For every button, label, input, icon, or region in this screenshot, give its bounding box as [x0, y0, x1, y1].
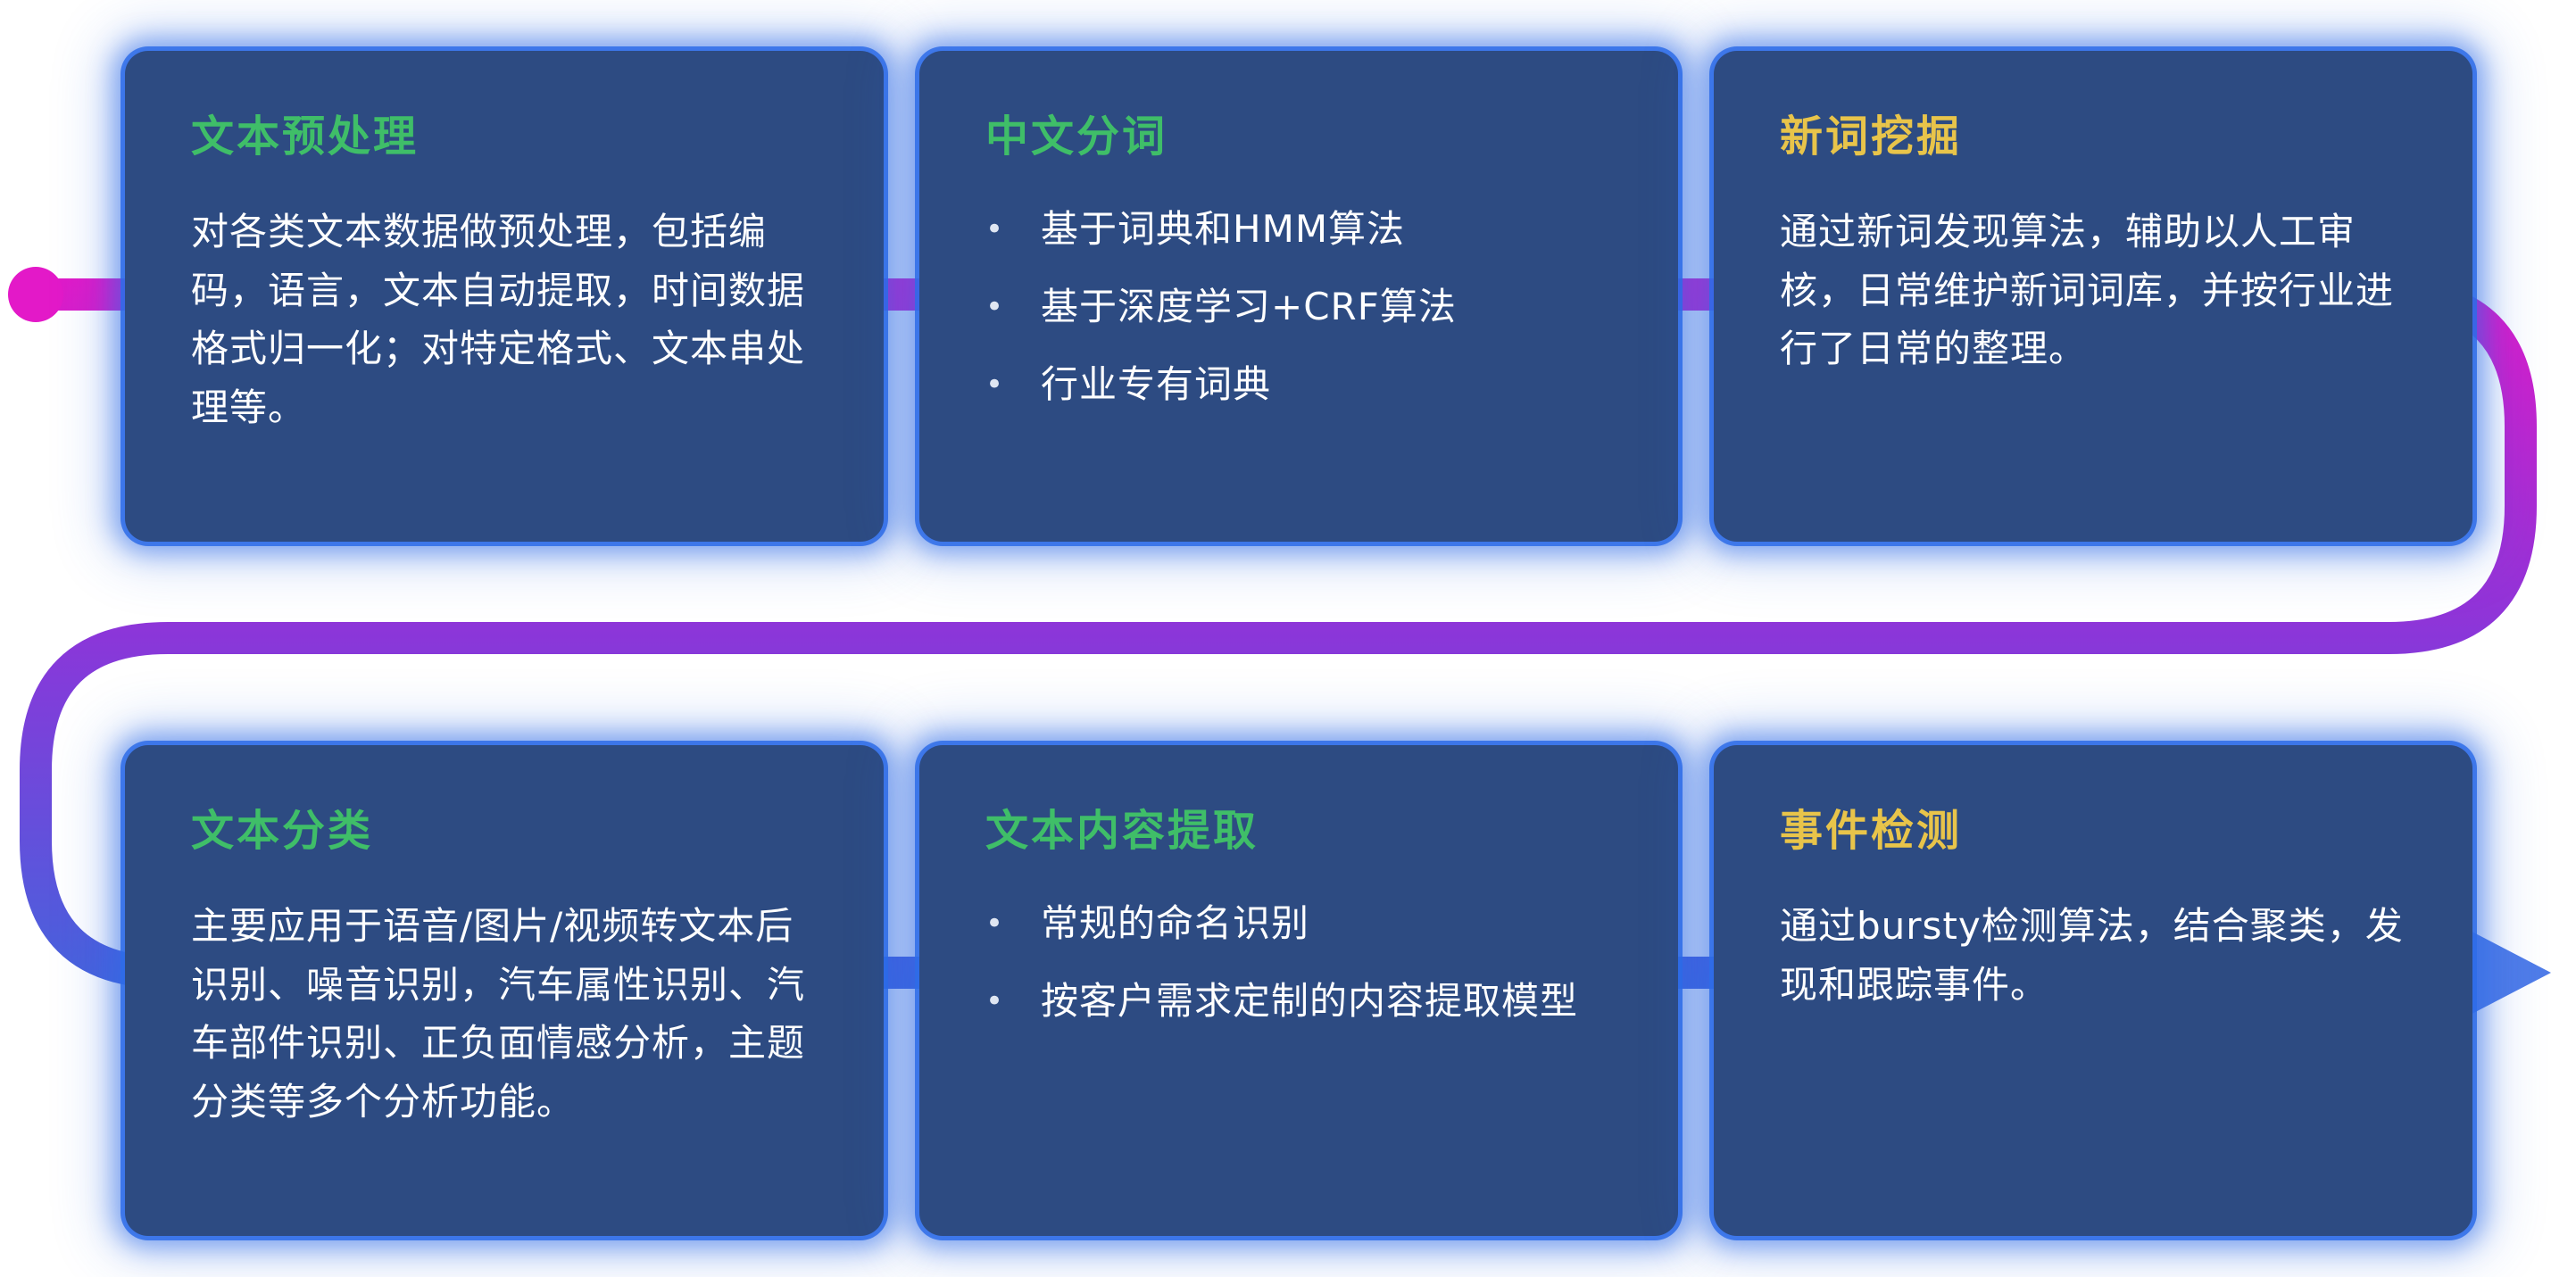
- bullet-list: • 基于词典和HMM算法 • 基于深度学习+CRF算法 • 行业专有词典: [985, 203, 1614, 412]
- card-body: 通过新词发现算法，辅助以人工审核，日常维护新词词库，并按行业进行了日常的整理。: [1780, 210, 2395, 371]
- bullet-icon: •: [985, 983, 1005, 1019]
- card-body: 通过bursty检测算法，结合聚类，发现和跟踪事件。: [1780, 904, 2404, 1007]
- list-item-text: 按客户需求定制的内容提取模型: [1041, 978, 1579, 1023]
- list-item-text: 基于深度学习+CRF算法: [1041, 284, 1457, 328]
- card-text-classification: 文本分类 主要应用于语音/图片/视频转文本后识别、噪音识别，汽车属性识别、汽车部…: [125, 745, 884, 1236]
- bullet-icon: •: [985, 288, 1005, 325]
- list-item: • 基于词典和HMM算法: [985, 203, 1614, 257]
- list-item-text: 行业专有词典: [1041, 361, 1272, 406]
- flow-start-dot: [8, 267, 63, 322]
- list-item: • 常规的命名识别: [985, 897, 1614, 951]
- card-chinese-word-segmentation: 中文分词 • 基于词典和HMM算法 • 基于深度学习+CRF算法 • 行业专有词…: [919, 51, 1678, 542]
- bullet-icon: •: [985, 906, 1005, 941]
- bullet-icon: •: [985, 211, 1005, 247]
- bullet-list: • 常规的命名识别 • 按客户需求定制的内容提取模型: [985, 897, 1614, 1029]
- card-body: 主要应用于语音/图片/视频转文本后识别、噪音识别，汽车属性识别、汽车部件识别、正…: [191, 904, 806, 1124]
- card-body: 对各类文本数据做预处理，包括编码，语言，文本自动提取，时间数据格式归一化；对特定…: [191, 210, 806, 429]
- card-title: 中文分词: [985, 112, 1168, 162]
- flow-path: [20, 278, 2537, 989]
- card-title: 文本内容提取: [985, 806, 1259, 856]
- card-text-preprocessing: 文本预处理 对各类文本数据做预处理，包括编码，语言，文本自动提取，时间数据格式归…: [125, 51, 884, 542]
- card-text-content-extraction: 文本内容提取 • 常规的命名识别 • 按客户需求定制的内容提取模型: [919, 745, 1678, 1236]
- list-item: • 按客户需求定制的内容提取模型: [985, 974, 1614, 1029]
- card-title: 事件检测: [1780, 806, 1963, 856]
- card-title: 文本预处理: [191, 112, 420, 162]
- card-title: 文本分类: [191, 806, 374, 856]
- bullet-icon: •: [985, 366, 1005, 402]
- list-item: • 基于深度学习+CRF算法: [985, 280, 1614, 335]
- card-title: 新词挖掘: [1780, 112, 1963, 162]
- list-item-text: 常规的命名识别: [1041, 901, 1310, 945]
- arrow-right-icon: [2460, 925, 2551, 1020]
- card-new-word-mining: 新词挖掘 通过新词发现算法，辅助以人工审核，日常维护新词词库，并按行业进行了日常…: [1714, 51, 2472, 542]
- list-item-text: 基于词典和HMM算法: [1041, 207, 1406, 251]
- list-item: • 行业专有词典: [985, 358, 1614, 412]
- card-event-detection: 事件检测 通过bursty检测算法，结合聚类，发现和跟踪事件。: [1714, 745, 2472, 1236]
